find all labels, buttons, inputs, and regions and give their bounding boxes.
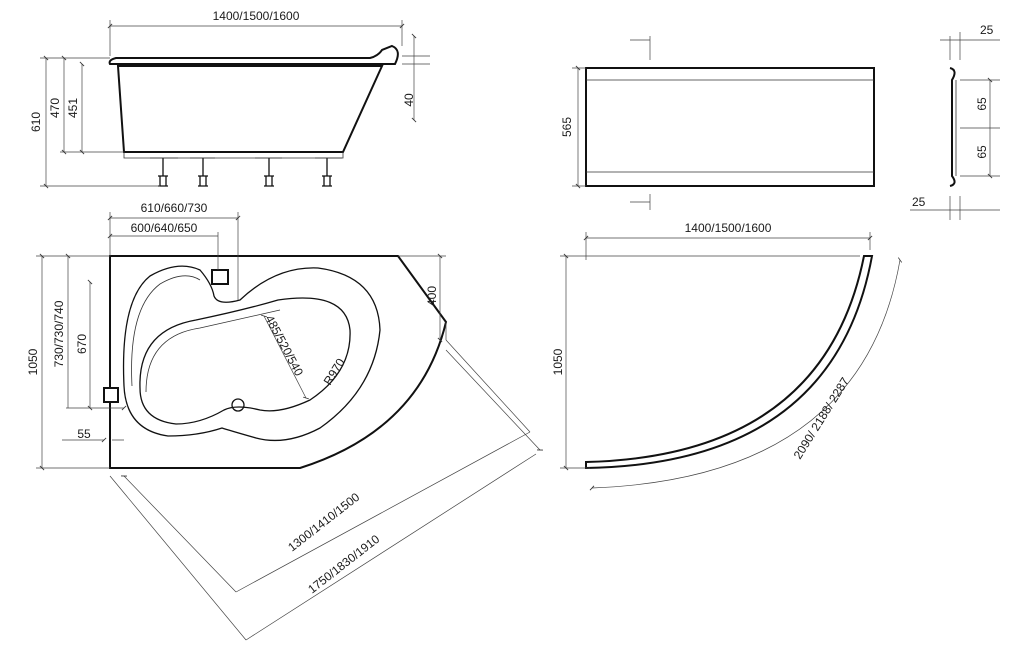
tub-outline	[109, 255, 448, 469]
tub-base	[123, 152, 344, 159]
dim-plan-depth: 1050	[26, 348, 40, 375]
dim-line-plan-inner	[110, 232, 219, 270]
side-profile: 25 65 65 25	[910, 23, 1000, 220]
panel-rect	[585, 67, 875, 187]
valve-fitting	[103, 387, 119, 403]
dim-plan-depth-inner: 670	[75, 334, 89, 354]
dim-line-diag-inner	[124, 339, 531, 593]
tub-body-front	[116, 65, 384, 153]
dim-height-total: 610	[29, 112, 43, 132]
basin-outline	[122, 265, 381, 442]
dim-height-inner: 451	[66, 98, 80, 118]
basin-inner	[139, 297, 351, 425]
tub-rim	[108, 44, 399, 65]
dim-line-diag-outer	[109, 349, 540, 641]
dim-plan-inner: 600/640/650	[131, 221, 198, 235]
dim-plan-outer: 610/660/730	[141, 201, 208, 215]
dim-side-upper: 65	[975, 97, 989, 111]
plan-view: 610/660/730 600/640/650 1050 730/730/740…	[26, 201, 540, 641]
dim-width: 1400/1500/1600	[213, 9, 300, 23]
overflow-fitting	[211, 269, 229, 285]
front-panel: 565	[560, 36, 875, 210]
drain	[231, 398, 245, 412]
dim-valve-offset: 55	[77, 427, 91, 441]
panel-profile	[949, 67, 956, 187]
dim-diag-inner: 1300/1410/1500	[285, 490, 362, 555]
curved-panel-outline	[585, 255, 874, 470]
dim-plan-depth-left: 730/730/740	[52, 300, 66, 367]
dim-rim-thickness: 40	[402, 93, 416, 107]
tub-legs	[150, 157, 342, 187]
dim-line-730	[66, 256, 124, 408]
dim-curved-depth: 1050	[551, 348, 565, 375]
dim-side-top: 25	[980, 23, 994, 37]
curved-panel: 1400/1500/1600 1050 2090/ 2188/ 2287	[551, 221, 903, 491]
dim-diag-outer: 1750/1830/1910	[305, 532, 382, 597]
dim-curved-width: 1400/1500/1600	[685, 221, 772, 235]
front-elevation: 1400/1500/1600 610 470 451 40	[29, 9, 430, 189]
dim-corner-cut: 400	[425, 286, 439, 306]
dim-side-lower: 65	[975, 145, 989, 159]
dim-line-485	[261, 314, 309, 400]
dim-side-bottom: 25	[912, 195, 926, 209]
dim-height-rim: 470	[48, 98, 62, 118]
dim-panel-height: 565	[560, 117, 574, 137]
dim-line-arc-length	[589, 257, 903, 491]
